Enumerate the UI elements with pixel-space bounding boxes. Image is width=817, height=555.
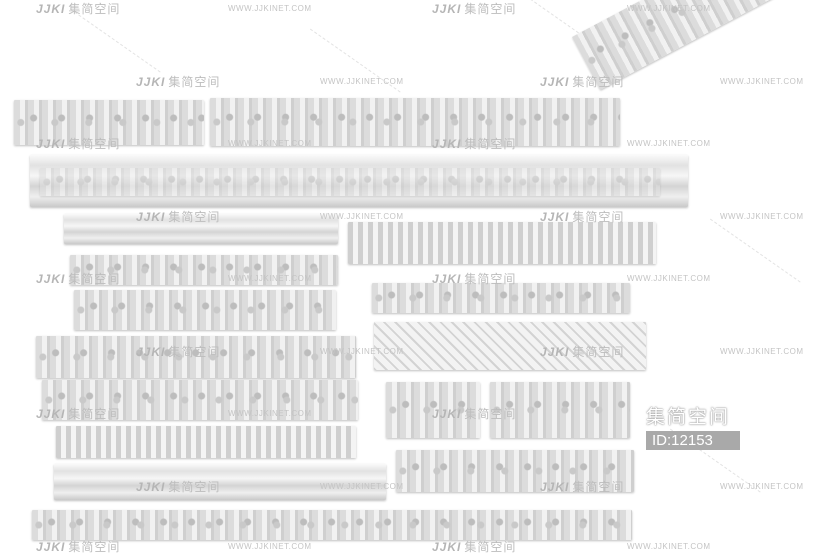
watermark-site: WWW.JJKINET.COM	[228, 4, 312, 13]
moulding-strip-7	[54, 464, 386, 500]
moulding-strip-right-1	[372, 283, 630, 313]
watermark-site: WWW.JJKINET.COM	[720, 347, 804, 356]
moulding-strip-3	[74, 290, 336, 330]
moulding-strip-4	[36, 336, 356, 378]
watermark-site: WWW.JJKINET.COM	[320, 347, 404, 356]
moulding-strip-1	[64, 214, 338, 244]
watermark-site: WWW.JJKINET.COM	[627, 542, 711, 551]
moulding-strip-bottom	[32, 510, 632, 540]
moulding-strip-5	[42, 380, 358, 420]
watermark-site: WWW.JJKINET.COM	[627, 139, 711, 148]
moulding-strip-6	[56, 426, 356, 458]
watermark-site: WWW.JJKINET.COM	[720, 212, 804, 221]
cornice-wide-carved-relief	[40, 168, 660, 196]
id-tag: ID:12153	[646, 431, 740, 450]
cornice-top-left	[14, 100, 204, 145]
moulding-lattice	[374, 322, 646, 370]
moulding-strip-right-2	[396, 450, 634, 492]
watermark-site: WWW.JJKINET.COM	[320, 212, 404, 221]
watermark-site: WWW.JJKINET.COM	[228, 542, 312, 551]
watermark-site: WWW.JJKINET.COM	[627, 274, 711, 283]
cornice-top-long	[210, 98, 620, 146]
moulding-strip-2	[70, 255, 338, 285]
watermark-site: WWW.JJKINET.COM	[720, 77, 804, 86]
bg-diagonal-line	[69, 8, 161, 74]
cornice-dentil-corbels	[348, 222, 656, 264]
panel-scroll-wide	[490, 382, 630, 438]
watermark-site: WWW.JJKINET.COM	[228, 409, 312, 418]
watermark-site: WWW.JJKINET.COM	[228, 274, 312, 283]
watermark-site: WWW.JJKINET.COM	[320, 482, 404, 491]
watermark-site: WWW.JJKINET.COM	[320, 77, 404, 86]
bg-diagonal-line	[709, 218, 801, 284]
watermark-site: WWW.JJKINET.COM	[720, 482, 804, 491]
watermark-site: WWW.JJKINET.COM	[627, 4, 711, 13]
panel-scroll-square	[386, 382, 480, 438]
brand-stamp: 集简空间	[646, 407, 731, 428]
watermark-site: WWW.JJKINET.COM	[228, 139, 312, 148]
